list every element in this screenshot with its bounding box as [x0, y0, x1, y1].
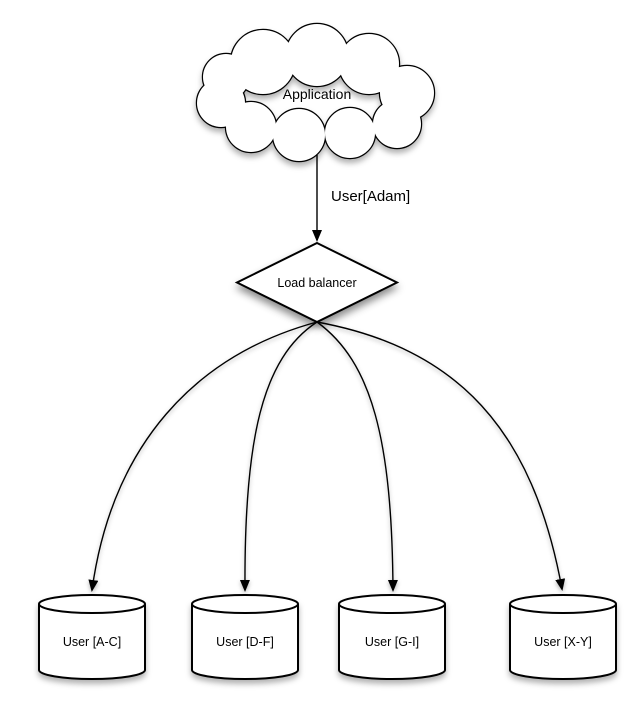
edge-balancer-to-shard-4: [316, 321, 566, 591]
shard-1-label: User [A-C]: [63, 635, 121, 649]
shard-3-label: User [G-I]: [365, 635, 419, 649]
shard-cylinder-2: [191, 594, 299, 680]
edges-balancer-to-shards: [88, 321, 566, 592]
edge-balancer-to-shard-1: [88, 321, 318, 592]
cylinder-top: [338, 594, 446, 614]
shard-cylinder-3: [338, 594, 446, 680]
shard-2-label: User [D-F]: [216, 635, 274, 649]
cylinder-top: [38, 594, 146, 614]
cylinder-body: [191, 604, 299, 680]
edge-app-to-balancer: User[Adam]: [312, 155, 410, 242]
cylinder-body: [509, 604, 617, 680]
shard-cylinder-4: [509, 594, 617, 680]
load-balancer-label: Load balancer: [277, 276, 356, 290]
cylinder-top: [191, 594, 299, 614]
cylinder-top: [509, 594, 617, 614]
edge-app-to-balancer-label: User[Adam]: [331, 188, 410, 205]
cylinder-body: [38, 604, 146, 680]
edge-balancer-to-shard-3: [316, 321, 398, 592]
edge-balancer-to-shard-2: [239, 321, 318, 592]
shard-4-label: User [X-Y]: [534, 635, 592, 649]
application-label: Application: [283, 86, 352, 102]
shard-cylinder-1: [38, 594, 146, 680]
cylinder-body: [338, 604, 446, 680]
